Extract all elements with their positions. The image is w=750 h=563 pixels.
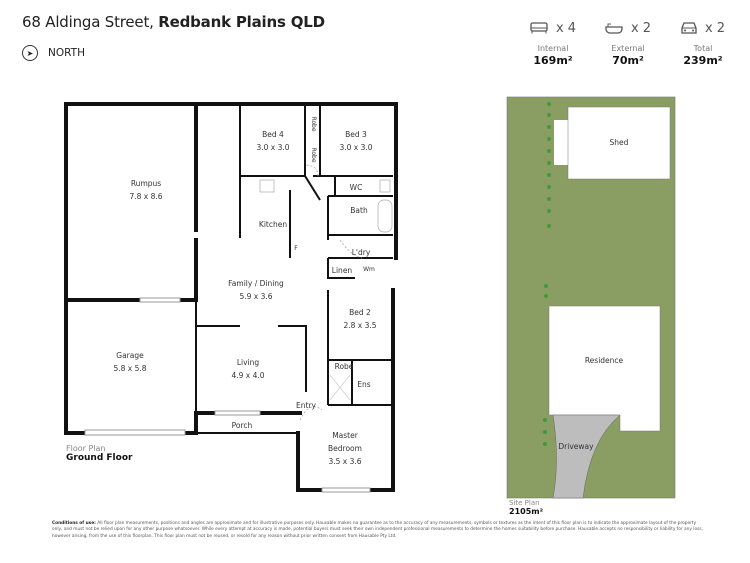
room-bed4-size: 3.0 x 3.0: [256, 143, 289, 152]
room-robe-bed3: Robe: [310, 147, 317, 162]
room-garage-size: 5.8 x 5.8: [113, 364, 146, 373]
conditions-text: All floor plan measurements, positions a…: [52, 521, 703, 539]
site-residence-label: Residence: [585, 356, 624, 365]
room-ensuite: Ens: [357, 380, 370, 389]
north-indicator: ➤ NORTH: [22, 45, 85, 61]
room-bed2: Bed 2: [349, 308, 371, 317]
room-robe-bed4: Robe: [310, 116, 317, 131]
total-value: 239m²: [683, 54, 723, 67]
room-garage: Garage: [116, 351, 144, 360]
windows: [84, 297, 371, 493]
external-label: External: [611, 44, 645, 53]
cooktop: [259, 179, 275, 193]
toilet: [379, 179, 391, 193]
fridge-label: F: [294, 245, 298, 252]
floor-level: Ground Floor: [66, 453, 133, 463]
room-master-line2: Bedroom: [328, 444, 362, 453]
room-master-size: 3.5 x 3.6: [328, 457, 361, 466]
residence: [548, 305, 661, 432]
room-rumpus-size: 7.8 x 8.6: [129, 192, 162, 201]
room-bed2-size: 2.8 x 3.5: [343, 321, 376, 330]
room-robe-master: Robe: [335, 362, 354, 371]
shed-annex: [554, 120, 568, 165]
room-rumpus: Rumpus: [131, 179, 161, 188]
north-label: NORTH: [48, 47, 85, 59]
room-bed3-size: 3.0 x 3.0: [339, 143, 372, 152]
bathtub-icon: [605, 23, 623, 34]
car-count: x 2: [704, 20, 726, 36]
conditions-heading: Conditions of use:: [52, 521, 96, 526]
site-plan: Shed Residence Driveway: [506, 96, 676, 499]
bathroom-count: x 2: [630, 20, 652, 36]
room-kitchen: Kitchen: [259, 220, 287, 229]
property-address: 68 Aldinga Street, Redbank Plains QLD: [22, 13, 325, 31]
room-wc: WC: [350, 183, 363, 192]
conditions-of-use: Conditions of use: All floor plan measur…: [52, 521, 707, 540]
site-plan-label: Site Plan: [509, 499, 540, 507]
total-label: Total: [693, 44, 713, 53]
room-family-dining: Family / Dining: [228, 279, 284, 288]
floor-plan-label: Floor Plan: [66, 444, 106, 453]
room-porch: Porch: [232, 421, 253, 430]
room-living: Living: [237, 358, 260, 367]
address-suburb: Redbank Plains QLD: [158, 13, 325, 31]
site-shed-label: Shed: [610, 138, 629, 147]
shed: [567, 106, 671, 180]
site-area: 2105m²: [509, 507, 544, 516]
room-bed3: Bed 3: [345, 130, 367, 139]
washing-machine-label: Wm: [363, 266, 375, 273]
driveway: [552, 414, 621, 499]
room-living-size: 4.9 x 4.0: [231, 371, 264, 380]
room-bed4: Bed 4: [262, 130, 284, 139]
external-value: 70m²: [612, 54, 644, 67]
stat-bedrooms: x 4 Internal 169m²: [518, 18, 588, 67]
interior-walls: [195, 104, 393, 434]
stat-bathrooms: x 2 External 70m²: [593, 18, 663, 67]
exterior-walls: [64, 102, 398, 492]
compass-arrow-icon: ➤: [22, 45, 38, 61]
room-entry: Entry: [296, 401, 317, 410]
car-icon: [681, 21, 697, 34]
bathtub: [377, 199, 393, 233]
room-linen: Linen: [332, 266, 353, 275]
trees: [543, 102, 551, 446]
internal-value: 169m²: [533, 54, 573, 67]
bed-icon: [530, 22, 548, 34]
door-swings: [299, 164, 363, 421]
room-master: Master: [332, 431, 359, 440]
site-driveway-label: Driveway: [558, 442, 594, 451]
internal-label: Internal: [537, 44, 569, 53]
room-family-dining-size: 5.9 x 3.6: [239, 292, 272, 301]
bedroom-count: x 4: [555, 20, 577, 36]
room-laundry: L'dry: [352, 248, 371, 257]
address-street: 68 Aldinga Street,: [22, 13, 159, 31]
stat-cars: x 2 Total 239m²: [668, 18, 738, 67]
room-bath: Bath: [350, 206, 368, 215]
shower: [329, 374, 351, 401]
